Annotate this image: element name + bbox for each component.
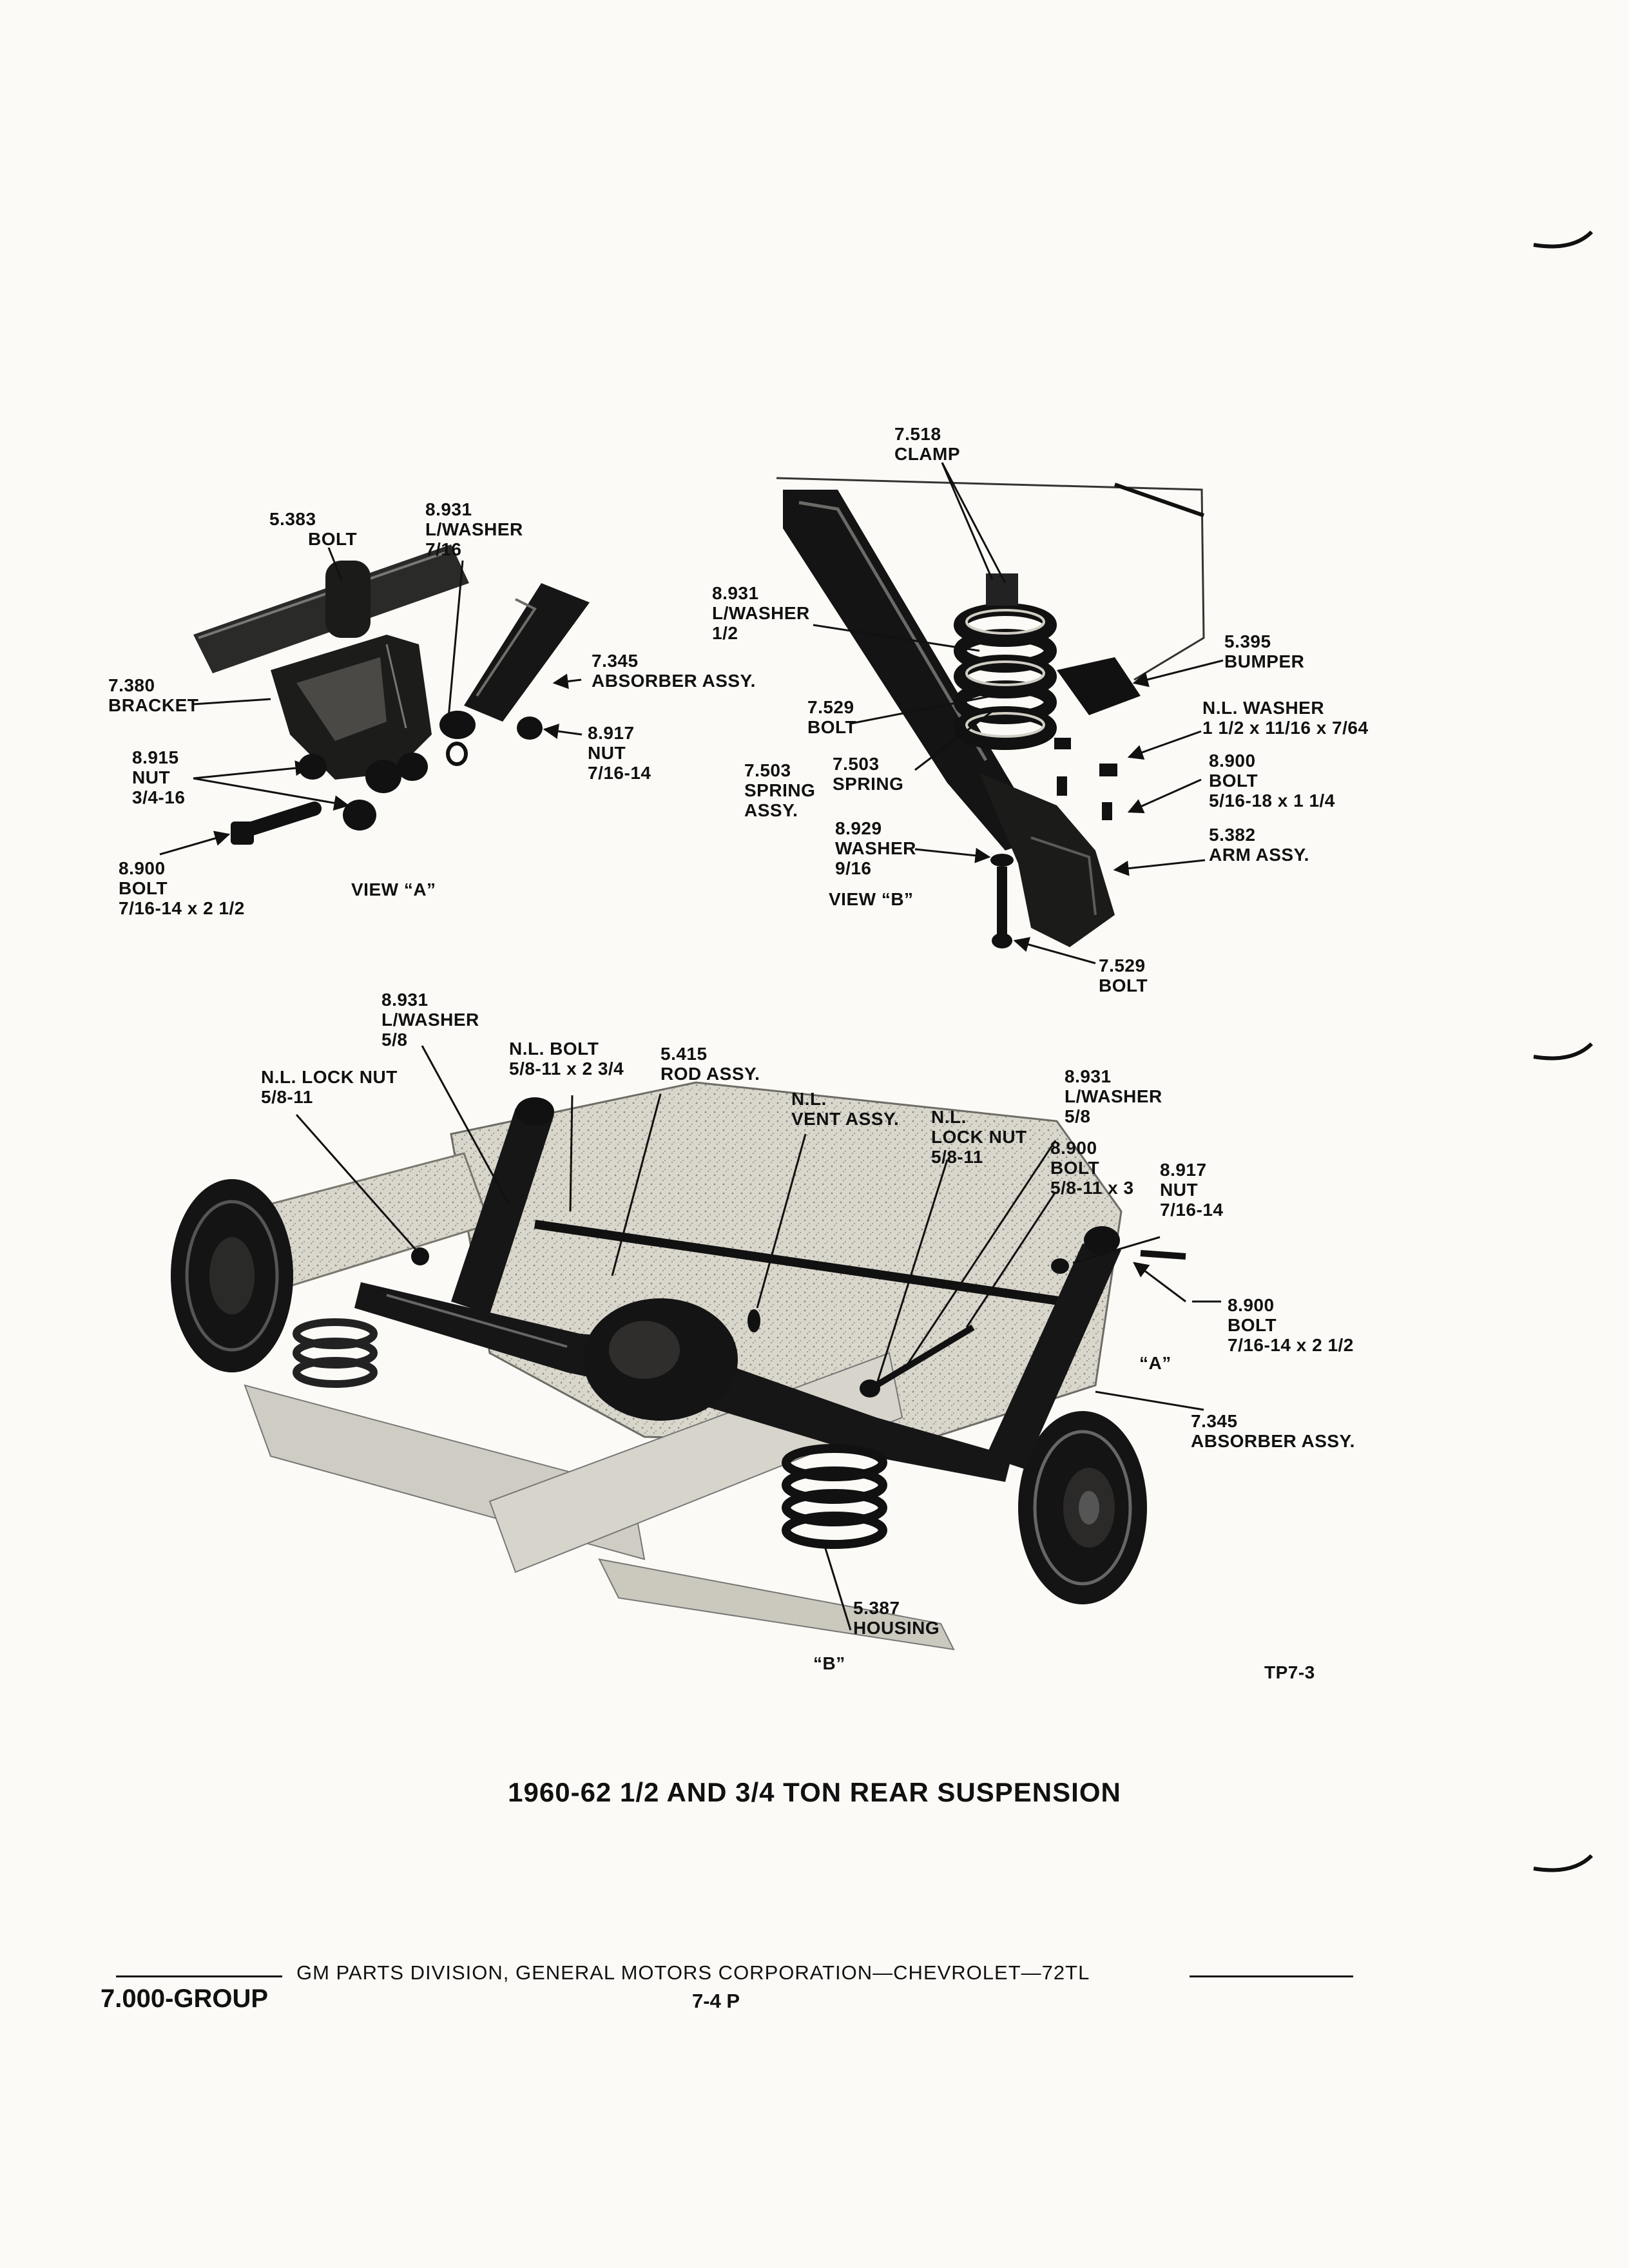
diagram-title: 1960-62 1/2 AND 3/4 TON REAR SUSPENSION [508, 1777, 1121, 1807]
footer-division: GM PARTS DIVISION, GENERAL MOTORS CORPOR… [296, 1961, 1090, 1984]
binder-hole-marks [1533, 230, 1594, 1872]
figure-id: TP7-3 [1264, 1662, 1315, 1682]
main-assembly-drawing [171, 1045, 1221, 1651]
label-nl-vent: N.L.VENT ASSY. [791, 1089, 900, 1129]
view-b-caption: VIEW “B” [829, 889, 914, 909]
view-b-drawing [776, 462, 1224, 965]
footer-group: 7.000-GROUP [101, 1984, 269, 2013]
footer-page-number: 7-4 P [692, 1990, 740, 2012]
view-a-drawing [159, 544, 590, 856]
footer-rule-left [116, 1975, 282, 1977]
label-view-b-ref: “B” [813, 1653, 845, 1673]
label-view-a-ref: “A” [1139, 1353, 1171, 1373]
view-a-caption: VIEW “A” [351, 879, 436, 899]
footer-rule-right [1190, 1975, 1353, 1977]
